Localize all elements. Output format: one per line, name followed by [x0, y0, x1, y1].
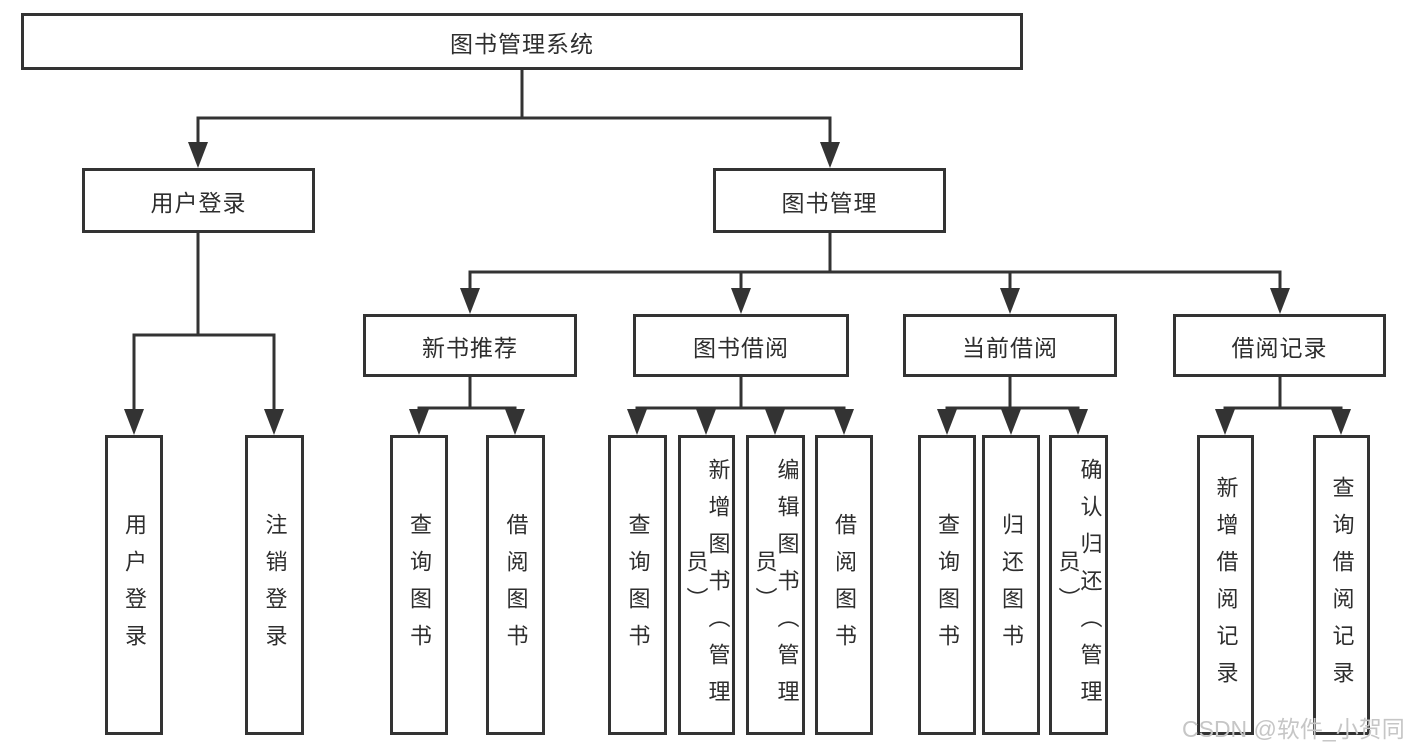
leaf-add-borrow-record: 新增借阅记录: [1197, 435, 1254, 735]
leaf-logout: 注销登录: [245, 435, 304, 735]
node-book-borrow: 图书借阅: [633, 314, 849, 377]
leaf-borrow-book-1: 借阅图书: [486, 435, 545, 735]
node-current-borrow: 当前借阅: [903, 314, 1117, 377]
node-root-system: 图书管理系统: [21, 13, 1023, 70]
leaf-query-book-3: 查询图书: [918, 435, 976, 735]
node-book-management: 图书管理: [713, 168, 946, 233]
node-new-book-recommend: 新书推荐: [363, 314, 577, 377]
leaf-query-book-2: 查询图书: [608, 435, 667, 735]
leaf-borrow-book-2: 借阅图书: [815, 435, 873, 735]
leaf-edit-book-admin: 编辑图书（管理员）: [746, 435, 805, 735]
node-borrow-record: 借阅记录: [1173, 314, 1386, 377]
node-user-login: 用户登录: [82, 168, 315, 233]
leaf-confirm-return-admin: 确认归还（管理员）: [1049, 435, 1108, 735]
csdn-watermark: CSDN @软件_小贺同学: [1182, 716, 1405, 742]
leaf-user-login: 用户登录: [105, 435, 163, 735]
leaf-query-book-1: 查询图书: [390, 435, 448, 735]
leaf-add-book-admin: 新增图书（管理员）: [678, 435, 735, 735]
leaf-return-book: 归还图书: [982, 435, 1040, 735]
leaf-query-borrow-record: 查询借阅记录: [1313, 435, 1370, 735]
